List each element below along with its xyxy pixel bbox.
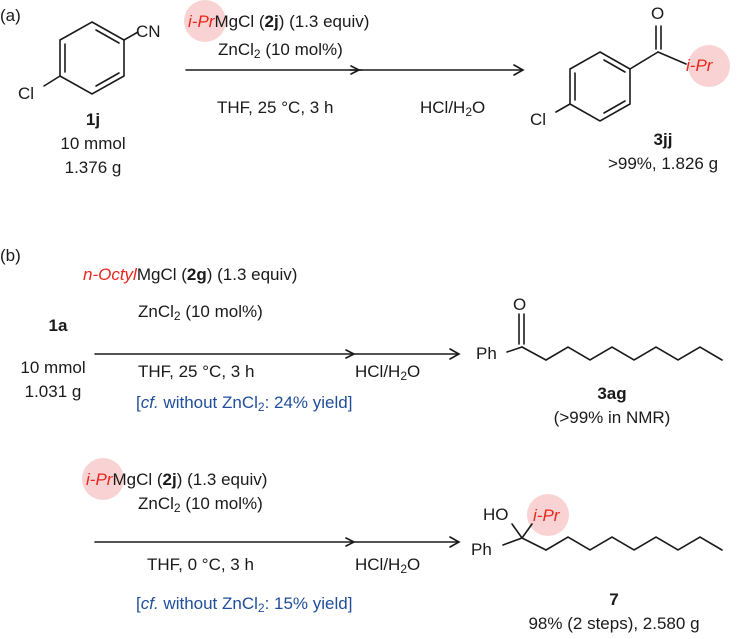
product-3jj-structure — [555, 25, 687, 122]
ipr-highlight-a-reagent — [184, 0, 226, 42]
product-7-number: 7 — [609, 590, 619, 609]
product-3ag-yield: (>99% in NMR) — [553, 408, 671, 427]
ipr-highlight-a-product — [688, 45, 730, 87]
catalyst-b1: ZnCl2 (10 mol%) — [138, 302, 263, 323]
product-7-ph: Ph — [471, 540, 492, 559]
quench-b2: HCl/H2O — [355, 555, 421, 576]
sm-1j-structure — [43, 21, 139, 95]
product-3ag-oxygen: O — [513, 295, 527, 314]
ipr-highlight-b-product — [527, 494, 569, 536]
reagent-a-equiv: ) (1.3 equiv) — [278, 12, 370, 31]
ipr-highlight-b-reagent — [82, 458, 124, 500]
note-b1: [cf. without ZnCl2: 24% yield] — [136, 393, 353, 414]
reagent-a: i-PrMgCl (2j) (1.3 equiv) — [188, 12, 369, 32]
sm-1j-mass: 1.376 g — [64, 158, 122, 177]
product-3jj-cl: Cl — [530, 110, 547, 129]
panel-label-a: (a) — [0, 6, 21, 25]
reagent-b1-noctyl: n-Octyl — [83, 265, 137, 284]
product-3ag-number: 3ag — [597, 384, 627, 403]
reagent-b2-number: 2j — [162, 470, 177, 489]
catalyst-a: ZnCl2 (10 mol%) — [218, 40, 343, 61]
quench-b1: HCl/H2O — [355, 362, 421, 383]
panel-label-b: (b) — [0, 246, 21, 265]
sm-1a-mass: 1.031 g — [24, 382, 82, 401]
quench-a: HCl/H2O — [420, 98, 486, 119]
conditions-a: THF, 25 °C, 3 h — [217, 98, 334, 117]
sm-1j-number: 1j — [85, 110, 101, 129]
conditions-b2: THF, 0 °C, 3 h — [147, 555, 254, 574]
product-3jj-ipr: i-Pr — [686, 56, 713, 75]
note-b2: [cf. without ZnCl2: 15% yield] — [136, 594, 353, 615]
reagent-b1-number: 2g — [186, 265, 207, 284]
product-7-ipr: i-Pr — [533, 506, 560, 525]
conditions-b1: THF, 25 °C, 3 h — [138, 362, 255, 381]
sm-1a-mmol: 10 mmol — [20, 358, 86, 377]
product-3ag-structure — [506, 313, 723, 361]
product-7-yield: 98% (2 steps), 2.580 g — [528, 614, 700, 633]
reagent-b1: n-OctylMgCl (2g) (1.3 equiv) — [83, 265, 298, 284]
catalyst-b2: ZnCl2 (10 mol%) — [138, 494, 263, 515]
cn-label: CN — [136, 22, 161, 41]
product-7-structure — [502, 523, 723, 551]
reagent-a-mgcl: MgCl ( — [214, 12, 265, 31]
product-3jj-yield: >99%, 1.826 g — [607, 154, 719, 173]
sm-1a-number: 1a — [48, 316, 68, 335]
reagent-a-ipr: i-Pr — [188, 12, 215, 31]
product-7-hydroxyl: HO — [483, 505, 509, 524]
sm-1j-mmol: 10 mmol — [60, 134, 126, 153]
product-3jj-oxygen: O — [651, 4, 665, 23]
reagent-b2: i-PrMgCl (2j) (1.3 equiv) — [86, 470, 268, 489]
cl-label-1j: Cl — [18, 84, 35, 103]
reagent-b2-ipr: i-Pr — [86, 470, 113, 489]
product-3jj-number: 3jj — [653, 130, 673, 149]
product-3ag-ph: Ph — [476, 344, 497, 363]
reagent-a-number: 2j — [264, 12, 279, 31]
